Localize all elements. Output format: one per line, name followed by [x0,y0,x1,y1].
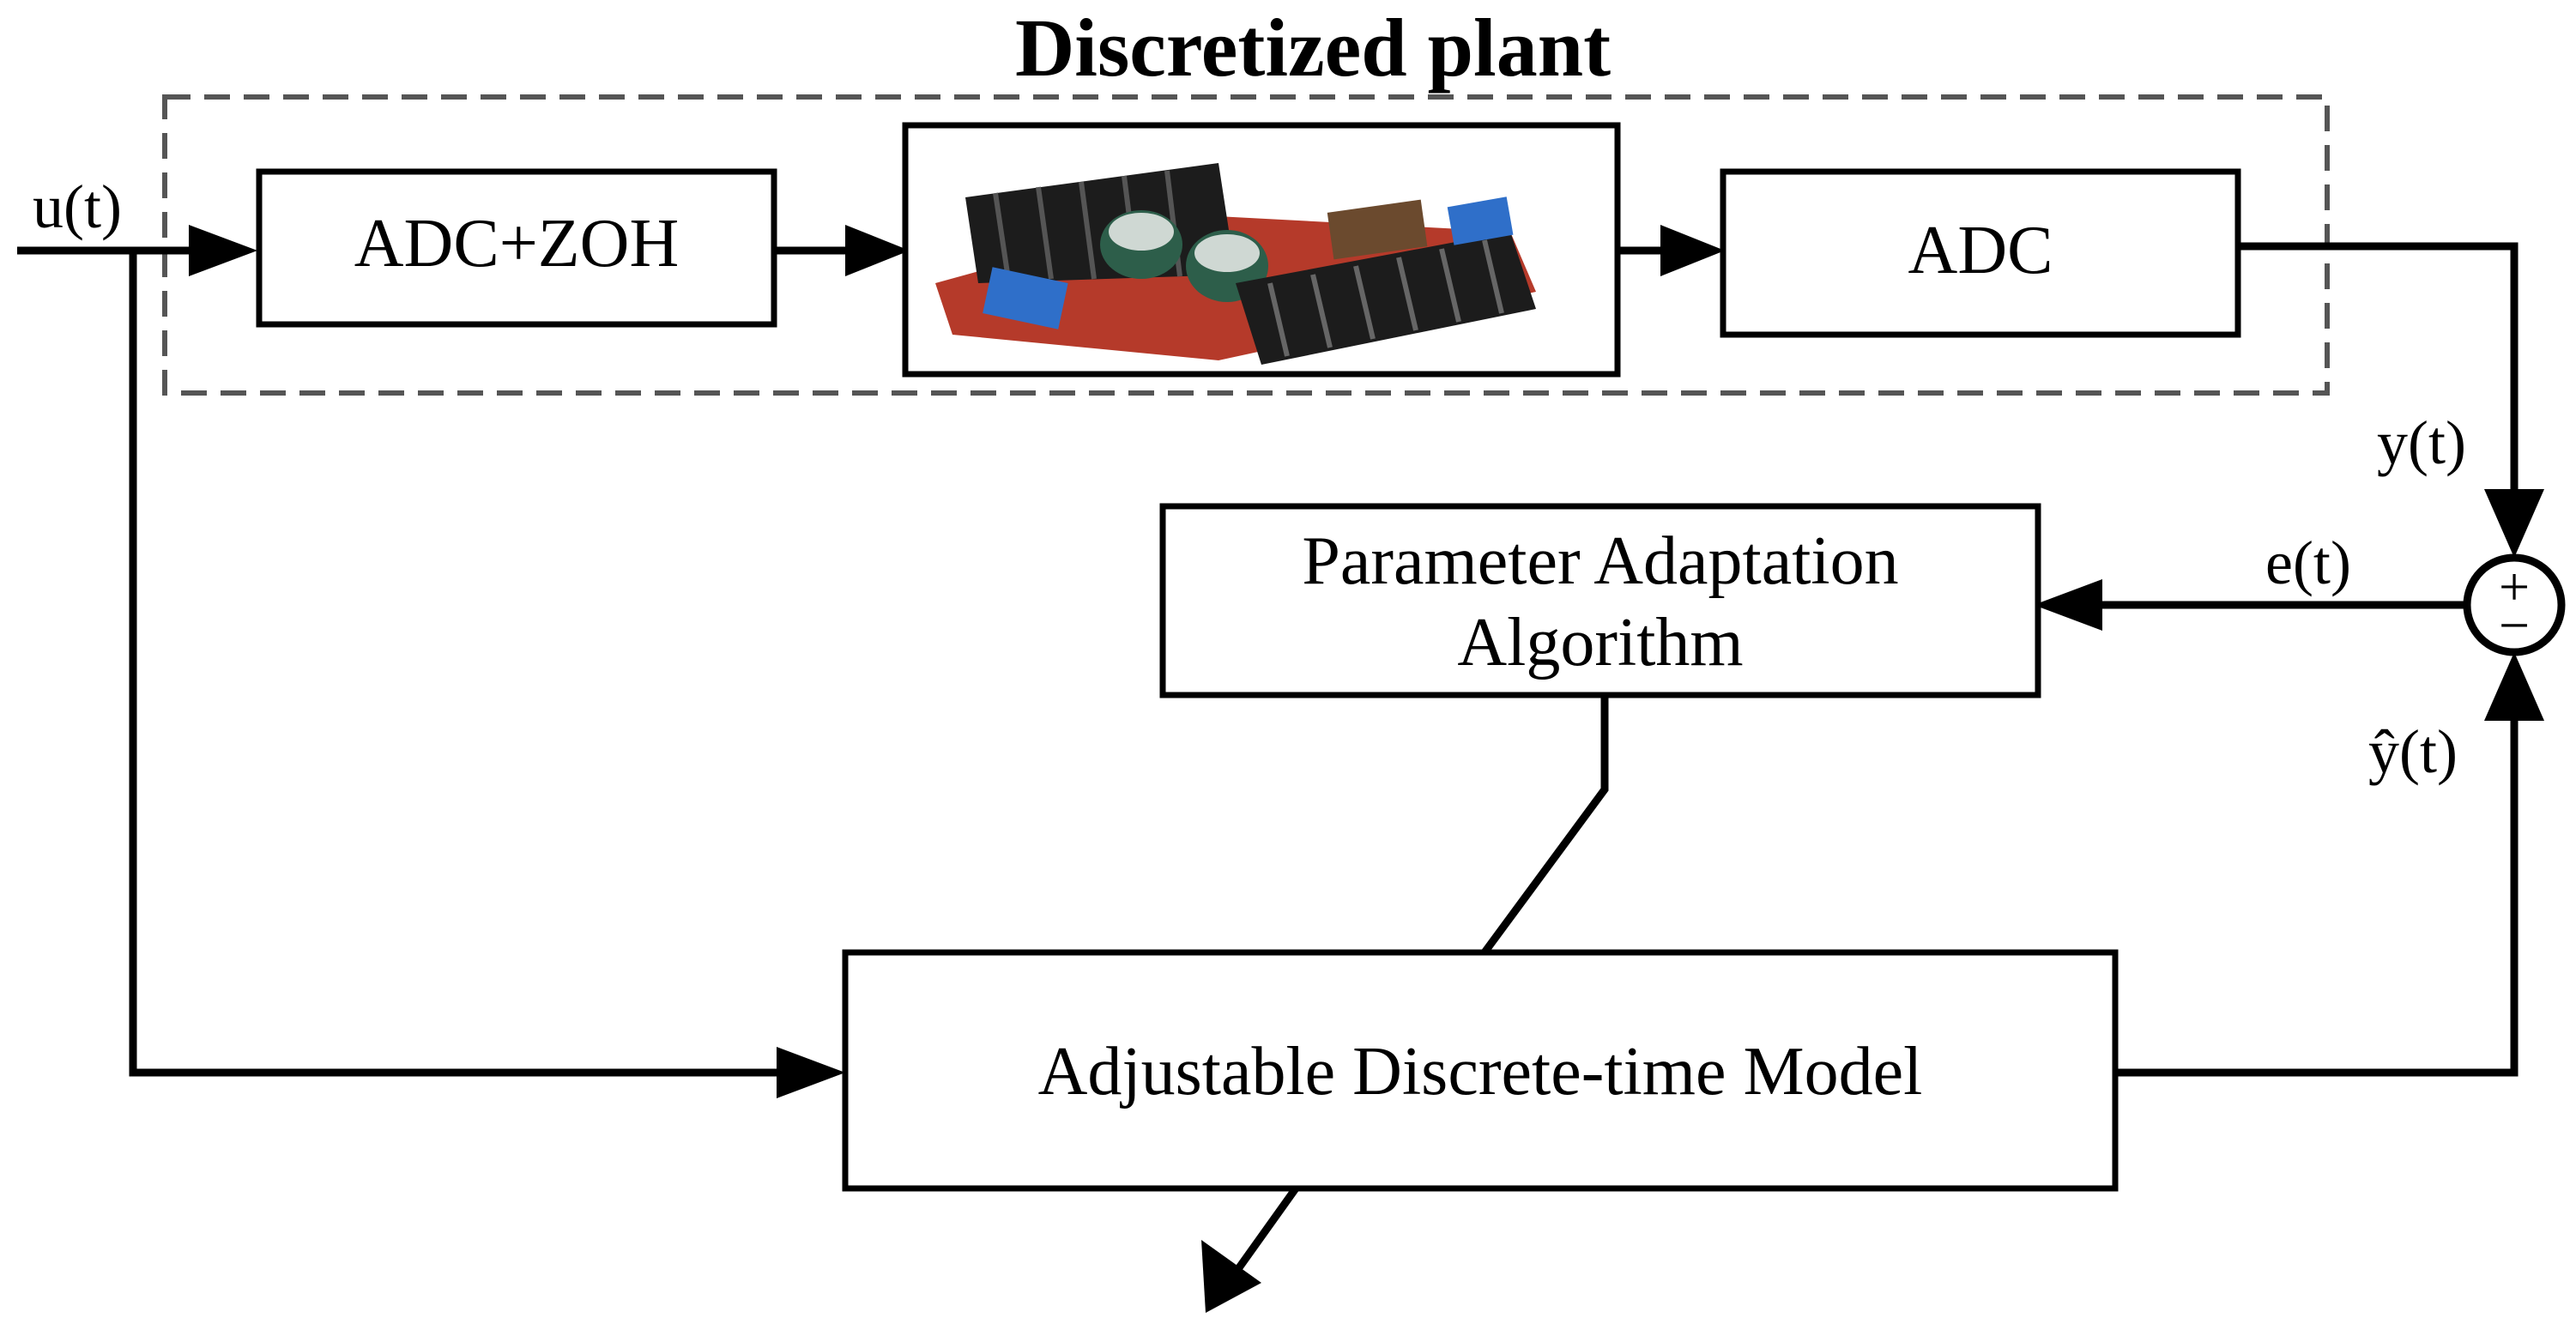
capacitor-1-top [1109,213,1174,251]
plant-input-arrow-icon [845,225,910,276]
diagram-title: Discretized plant [1015,2,1611,94]
model-block [842,949,2119,1192]
sum-plus-arrow-icon [2484,489,2544,558]
heatsink-right [1236,232,1536,365]
sum-minus-arrow-icon [2484,652,2544,721]
output-wire [2238,242,2519,515]
paa-label-line1: Parameter Adaptation [1302,523,1898,599]
heatsink-right-fins [1267,239,1504,357]
plant-photo [902,122,1621,378]
adc-block [1720,168,2241,338]
input-signal-label: u(t) [33,172,122,241]
adc-zoh-label: ADC+ZOH [354,206,679,281]
model-input-arrow-icon [777,1047,845,1098]
sum-plus-sign: + [2499,556,2530,617]
dc-dc-converter-icon [935,163,1536,365]
model-label: Adjustable Discrete-time Model [1038,1034,1923,1109]
adc-label: ADC [1908,213,2053,288]
estimate-wire [2115,695,2519,1077]
parameter-adjust-arrow-icon [1201,1240,1261,1313]
terminal-block-right [1447,196,1514,245]
capacitor-2-top [1194,234,1260,272]
sum-minus-sign: − [2499,595,2530,656]
paa-label-line2: Algorithm [1457,605,1743,680]
input-branch-wire [129,251,798,1077]
input-arrow-icon [189,225,257,276]
parameter-adjust-wire [1228,1186,1299,1281]
error-signal-label: e(t) [2265,529,2351,597]
adc-input-arrow-icon [1660,225,1725,276]
paa-block [1159,503,2041,698]
terminal-block-left [983,267,1068,329]
estimate-signal-label: ŷ(t) [2368,717,2458,786]
paa-input-arrow-icon [2034,579,2102,631]
output-signal-label: y(t) [2377,408,2466,477]
inductor [1327,199,1428,260]
adaptation-wire [1481,695,1609,955]
